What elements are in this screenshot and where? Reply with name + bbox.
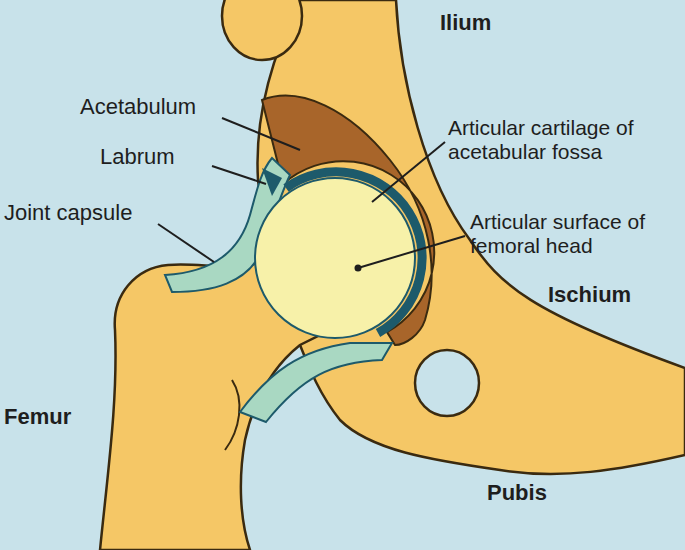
obturator-foramen: [415, 350, 479, 416]
part-label: Acetabulum: [80, 94, 196, 119]
femur-contour: [225, 380, 239, 450]
bone-label: Pubis: [487, 480, 547, 505]
iliac-lobe: [222, 0, 302, 60]
part-label: Joint capsule: [4, 200, 132, 225]
bone-label: Femur: [4, 404, 71, 429]
labrum-shape: [262, 168, 282, 196]
part-label: Articular surface of femoral head: [470, 210, 670, 258]
leader-dot: [355, 265, 362, 272]
bone-label: Ischium: [548, 282, 631, 307]
bone-label: Ilium: [440, 10, 491, 35]
leader-line: [222, 118, 300, 150]
part-label: Articular cartilage of acetabular fossa: [448, 116, 660, 164]
part-label: Labrum: [100, 144, 175, 169]
joint-capsule-shape: [240, 343, 392, 422]
leader-line: [358, 236, 465, 268]
leader-line: [212, 166, 266, 184]
leader-line: [372, 142, 445, 202]
leader-line: [158, 224, 214, 262]
